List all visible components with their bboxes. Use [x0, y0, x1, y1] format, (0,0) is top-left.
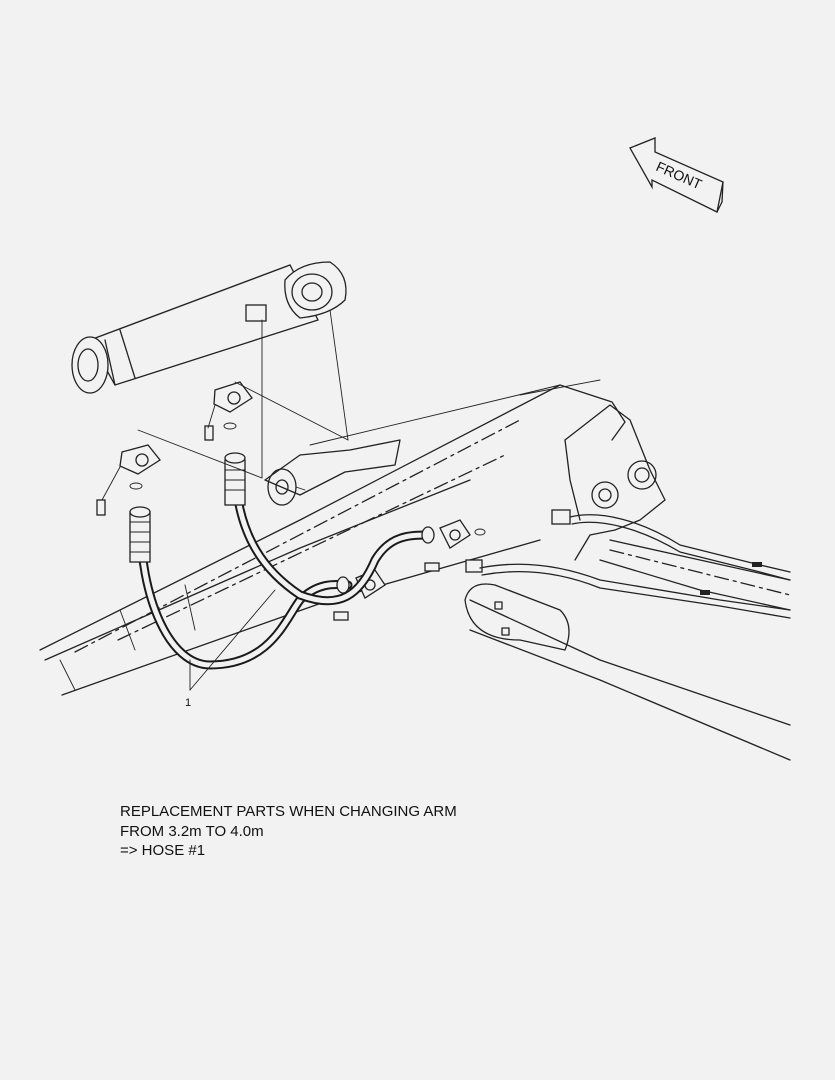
boom-structure — [39, 379, 791, 761]
note-line-1: REPLACEMENT PARTS WHEN CHANGING ARM — [120, 803, 457, 820]
callout-leader: 1 — [185, 589, 276, 709]
note-line-3: => HOSE #1 — [120, 842, 206, 859]
front-arrow: FRONT — [629, 137, 724, 213]
callout-number: 1 — [185, 697, 191, 709]
guide-lines — [137, 381, 349, 479]
note-line-2: FROM 3.2m TO 4.0m — [120, 822, 264, 840]
hydraulic-cylinder — [71, 261, 349, 479]
hose-assembly — [129, 452, 791, 670]
replacement-note: REPLACEMENT PARTS WHEN CHANGING ARM FROM… — [120, 802, 457, 861]
